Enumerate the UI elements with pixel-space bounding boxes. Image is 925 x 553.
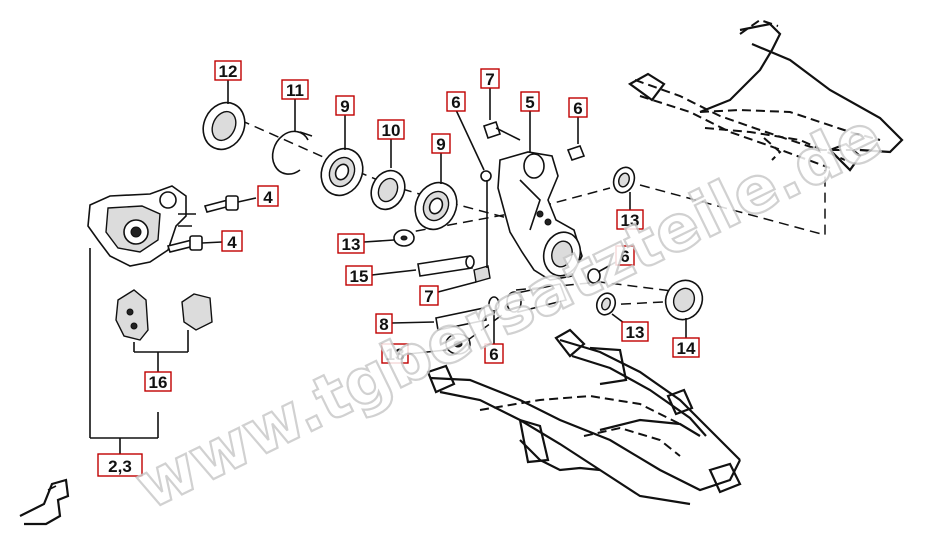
upper-swing-arm-frame xyxy=(627,18,904,172)
label-16: 16 xyxy=(144,371,172,392)
svg-text:15: 15 xyxy=(350,267,369,286)
svg-text:7: 7 xyxy=(485,70,494,89)
bearing-9-right xyxy=(414,181,458,231)
label-9-left: 9 xyxy=(335,95,355,116)
svg-text:6: 6 xyxy=(489,345,498,364)
label-2-3: 2,3 xyxy=(97,453,143,477)
leader-lines xyxy=(89,80,687,454)
label-7-top: 7 xyxy=(480,68,500,89)
label-9-right: 9 xyxy=(431,133,451,154)
svg-text:12: 12 xyxy=(219,62,238,81)
bolt-6-top-left xyxy=(480,170,492,182)
label-15: 15 xyxy=(345,265,373,286)
grease-nipple-7-lower xyxy=(473,265,491,283)
label-5: 5 xyxy=(520,91,540,112)
svg-text:5: 5 xyxy=(525,93,534,112)
caliper-bolt-lower xyxy=(166,235,223,253)
oil-seal-14 xyxy=(664,279,704,321)
svg-text:6: 6 xyxy=(573,99,582,118)
svg-text:13: 13 xyxy=(626,323,645,342)
label-13-lower-washer: 13 xyxy=(381,343,409,364)
pin-8 xyxy=(435,307,487,331)
svg-text:7: 7 xyxy=(424,287,433,306)
label-6-top-right: 6 xyxy=(568,97,588,118)
oil-seal-12 xyxy=(202,101,246,151)
svg-text:13: 13 xyxy=(386,345,405,364)
label-11: 11 xyxy=(281,79,309,100)
svg-text:4: 4 xyxy=(263,188,273,207)
bushing-13-right xyxy=(595,292,617,316)
svg-text:9: 9 xyxy=(436,135,445,154)
label-8: 8 xyxy=(375,313,393,334)
shaft-sleeve xyxy=(506,283,568,313)
svg-text:2,3: 2,3 xyxy=(108,457,132,476)
svg-text:4: 4 xyxy=(227,233,237,252)
label-4-lower: 4 xyxy=(221,230,243,252)
svg-text:6: 6 xyxy=(620,247,629,266)
label-13-knuckle: 13 xyxy=(616,209,644,230)
washer-13-lower xyxy=(445,333,471,355)
label-14: 14 xyxy=(672,337,700,358)
label-6-right: 6 xyxy=(615,245,635,266)
brake-pad-left xyxy=(115,289,149,341)
label-4-upper: 4 xyxy=(257,185,279,207)
brake-caliper xyxy=(87,185,196,267)
svg-text:13: 13 xyxy=(621,211,640,230)
grease-nipple-7-top xyxy=(482,120,521,141)
svg-text:10: 10 xyxy=(382,121,401,140)
knuckle-5 xyxy=(497,151,583,281)
svg-text:6: 6 xyxy=(451,93,460,112)
brake-pad-right xyxy=(181,293,213,331)
circlip-11 xyxy=(271,130,313,175)
label-6-top-left: 6 xyxy=(446,91,466,112)
bolt-6-top-right xyxy=(566,145,586,161)
svg-text:13: 13 xyxy=(342,235,361,254)
svg-text:11: 11 xyxy=(286,81,304,100)
washer-13-upper xyxy=(393,229,415,247)
washer-6-lower xyxy=(488,296,500,312)
bushing-13-knuckle xyxy=(612,166,636,194)
label-12: 12 xyxy=(214,60,242,81)
lower-swing-arm-frame xyxy=(426,328,742,506)
label-6-lower: 6 xyxy=(484,343,504,364)
spacer-ring-10 xyxy=(370,169,406,211)
svg-text:8: 8 xyxy=(379,315,388,334)
label-13-upper-washer: 13 xyxy=(337,233,365,254)
caliper-bolt-upper xyxy=(203,195,257,213)
svg-text:9: 9 xyxy=(340,97,349,116)
label-13-right: 13 xyxy=(621,321,649,342)
svg-text:14: 14 xyxy=(677,339,696,358)
pin-15 xyxy=(417,255,475,277)
label-10: 10 xyxy=(377,119,405,140)
bearing-9-left xyxy=(320,147,364,197)
svg-text:16: 16 xyxy=(149,373,168,392)
hub-fragment xyxy=(19,478,70,526)
bolt-6-right xyxy=(587,268,601,284)
label-7-lower: 7 xyxy=(419,285,439,306)
